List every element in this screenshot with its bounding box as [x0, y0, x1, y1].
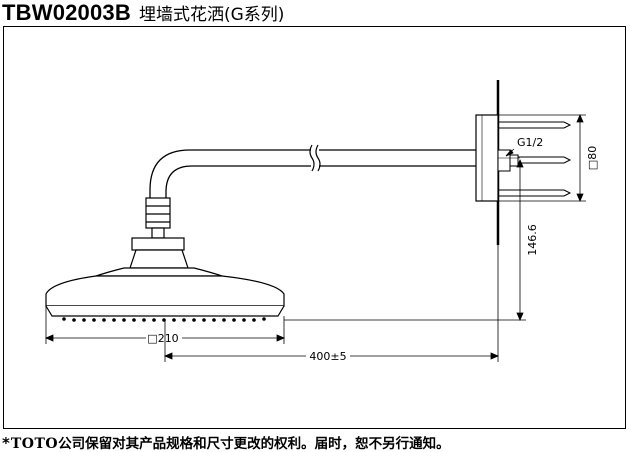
head-size-label-bg [146, 331, 182, 345]
shower-head-body [45, 275, 285, 317]
swivel-joint [145, 197, 171, 239]
title-bar: TBW02003B 埋墙式花洒(G系列) [2, 0, 284, 26]
footer-notice: 公司保留对其产品规格和尺寸更改的权利。届时，恕不另行通知。 [58, 436, 450, 452]
shower-arm [149, 149, 476, 198]
thread-leader [505, 148, 515, 157]
projection-label-bg [306, 349, 350, 363]
brand-logo: TOTO [10, 436, 59, 452]
connector-thread [509, 154, 519, 167]
copyright-footer: * TOTO 公司保留对其产品规格和尺寸更改的权利。届时，恕不另行通知。 [2, 432, 450, 452]
mounting-flange [475, 114, 499, 202]
nozzle-row [62, 317, 266, 322]
head-size-label: □210 [147, 332, 178, 345]
drawing-frame [3, 26, 626, 429]
flange-size-label: □80 [586, 146, 599, 170]
projection-label: 400±5 [309, 350, 346, 363]
head-neck [95, 237, 223, 277]
height-label: 146.6 [526, 224, 539, 256]
model-number: TBW02003B [2, 0, 131, 25]
thread-label: G1/2 [517, 136, 543, 149]
flange-dimension [498, 113, 586, 203]
footer-star: * [2, 434, 10, 452]
anchor-pins [498, 121, 572, 197]
product-name: 埋墙式花洒(G系列) [138, 5, 285, 25]
arm-break-symbol [309, 144, 321, 172]
height-dimension [284, 158, 526, 322]
